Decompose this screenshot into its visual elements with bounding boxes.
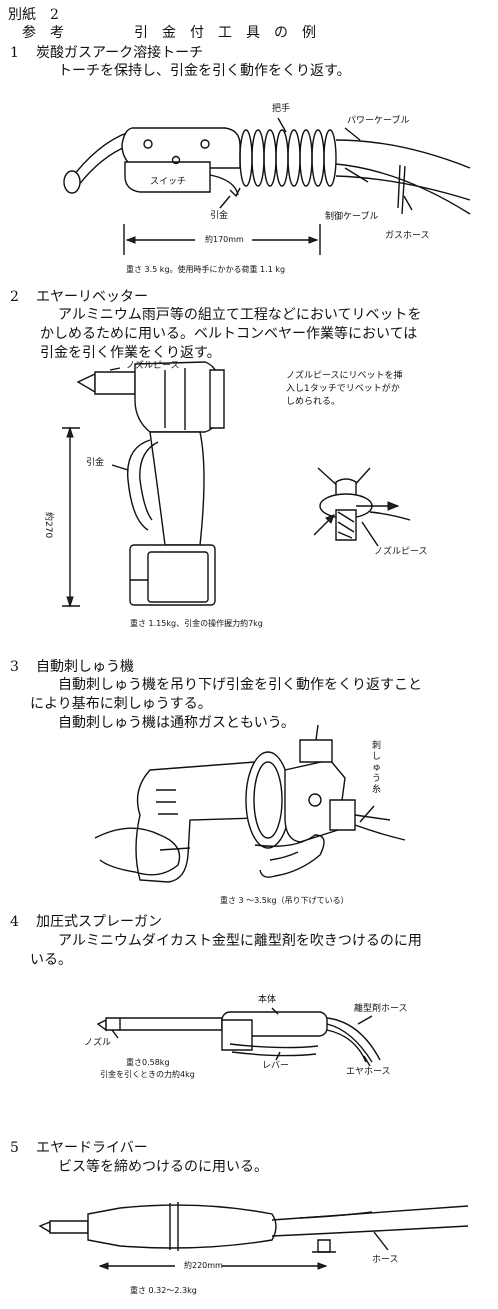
label-spray-nozzle: ノズル — [84, 1038, 112, 1048]
page-title: 参 考 引 金 付 工 具 の 例 — [22, 25, 316, 41]
section-4-description-line-1: アルミニウムダイカスト金型に離型剤を吹きつけるのに用 — [58, 933, 422, 949]
label-release-agent-hose: 離型剤ホース — [354, 1004, 408, 1014]
section-5-description: ビス等を締めつけるのに用いる。 — [58, 1159, 268, 1175]
section-5-heading: エヤードライバー — [36, 1140, 148, 1156]
section-1-description: トーチを保持し、引金を引く動作をくり返す。 — [58, 63, 351, 79]
section-3-caption: 重さ 3 ～3.5kg（吊り下げている） — [220, 896, 349, 905]
label-switch: スイッチ — [150, 177, 187, 187]
section-4-caption-line-1: 重さ0.58kg — [126, 1058, 170, 1067]
label-nozzle-piece: ノズルピース — [126, 361, 180, 371]
attachment-label: 別紙 2 — [8, 7, 59, 23]
dimension-length: 約170mm — [205, 235, 244, 244]
section-2-heading: エヤーリベッター — [36, 289, 148, 305]
label-spray-lever: レバー — [262, 1061, 290, 1071]
label-thread-3: ゅ — [372, 763, 382, 773]
section-3-heading: 自動刺しゅう機 — [36, 659, 134, 675]
section-5-number: 5 — [10, 1140, 19, 1156]
detail-note-line-3: しめられる。 — [286, 397, 341, 407]
section-2-caption: 重さ 1.15kg、引金の操作握力約7kg — [130, 619, 263, 628]
label-air-hose: エヤホース — [346, 1067, 391, 1077]
section-1-caption: 重さ 3.5 kg。使用時手にかかる荷重 1.1 kg — [126, 265, 286, 274]
label-thread-2: し — [372, 752, 382, 762]
label-control-cable: 制御ケーブル — [325, 212, 379, 222]
label-handle: 把手 — [272, 104, 291, 114]
section-4-number: 4 — [10, 914, 19, 930]
section-2-number: 2 — [10, 289, 19, 305]
detail-note-line-2: 入し1タッチでリベットがか — [286, 384, 400, 394]
label-trigger: 引金 — [210, 211, 229, 221]
detail-note-line-1: ノズルピースにリベットを挿 — [286, 371, 403, 381]
label-thread-4: う — [372, 774, 382, 784]
section-1-heading: 炭酸ガスアーク溶接トーチ — [36, 45, 204, 61]
label-nozzle-piece-detail: ノズルピース — [374, 547, 428, 557]
section-4-heading: 加圧式スプレーガン — [36, 914, 162, 930]
label-riveter-trigger: 引金 — [86, 458, 105, 468]
section-3-description-line-2: により基布に刺しゅうする。 — [30, 696, 212, 712]
label-thread-1: 刺 — [372, 741, 382, 751]
section-2-description-line-2: かしめるために用いる。ベルトコンベヤー作業等においては — [40, 326, 418, 342]
section-3-description-line-1: 自動刺しゅう機を吊り下げ引金を引く動作をくり返すこと — [58, 677, 422, 693]
label-spray-body: 本体 — [258, 995, 277, 1005]
section-5-caption: 重さ 0.32～2.3kg — [130, 1286, 197, 1295]
label-power-cable: パワーケーブル — [347, 116, 410, 126]
section-3-description-line-3: 自動刺しゅう機は通称ガスともいう。 — [58, 715, 295, 731]
section-1-number: 1 — [10, 45, 19, 61]
dimension-driver-length: 約220mm — [184, 1261, 223, 1270]
section-3-number: 3 — [10, 659, 19, 675]
section-4-description-line-2: いる。 — [30, 952, 72, 968]
label-thread-5: 糸 — [372, 785, 382, 795]
label-driver-hose: ホース — [372, 1255, 399, 1265]
section-2-description-line-1: アルミニウム雨戸等の組立て工程などにおいてリベットを — [58, 307, 422, 323]
section-2-description-line-3: 引金を引く作業をくり返す。 — [40, 345, 221, 361]
label-gas-hose: ガスホース — [385, 231, 430, 241]
section-4-caption-line-2: 引金を引くときの力約4kg — [100, 1070, 195, 1079]
